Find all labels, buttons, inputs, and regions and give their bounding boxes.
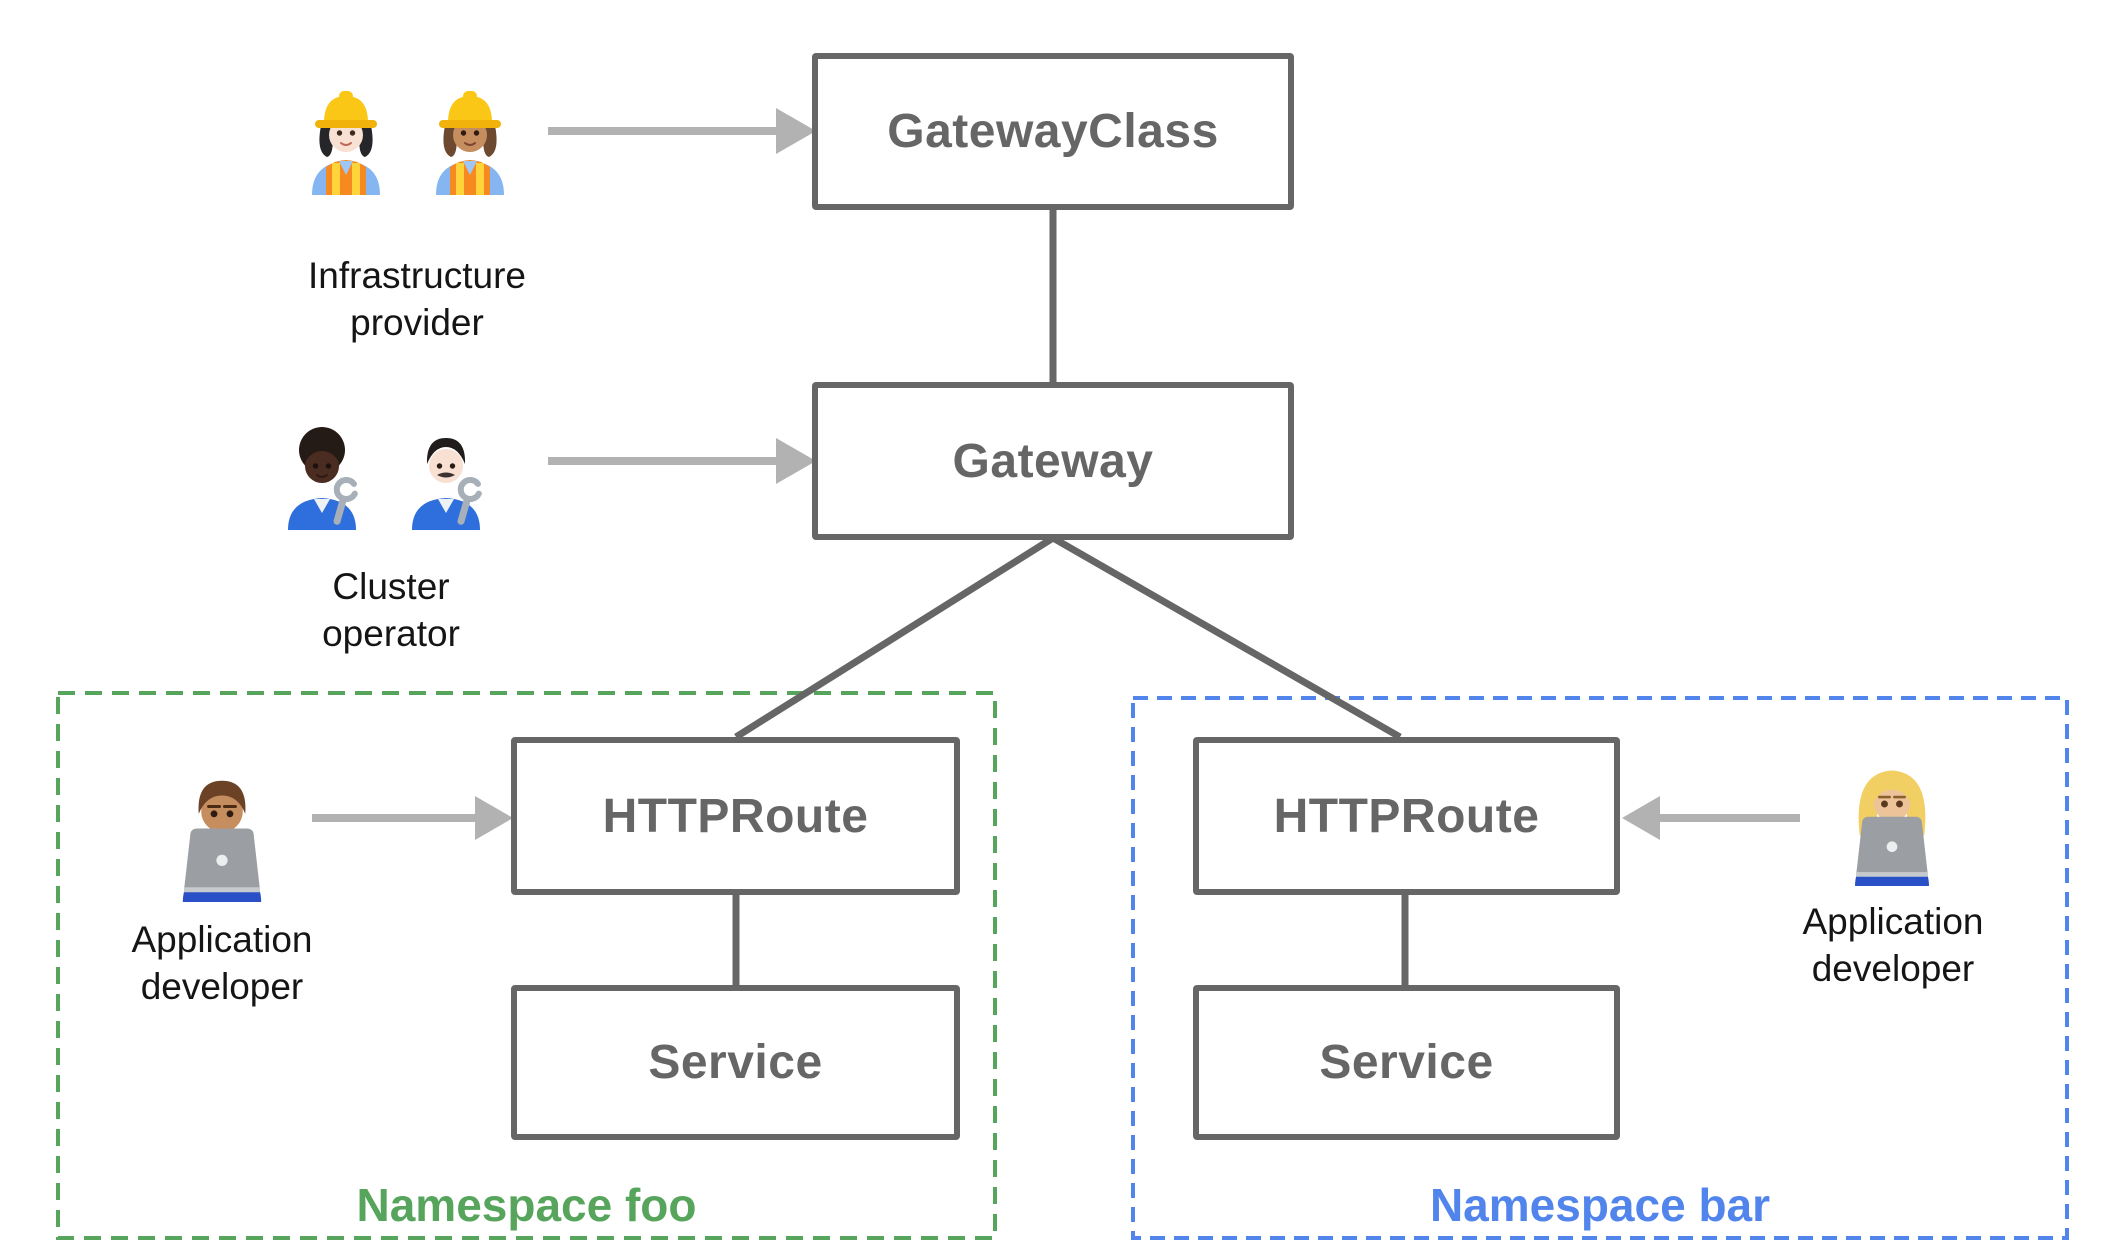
woman-technologist-emoji [1855,770,1929,886]
namespace-bar-boundary [1131,696,2069,1240]
node-service-foo: Service [511,985,960,1140]
arrow-infrastructure-provider-to-gatewayclass [548,108,816,154]
namespace-foo-boundary [56,691,997,1240]
node-gatewayclass: GatewayClass [812,53,1294,210]
edge-gateway-httproute-bar [1051,534,1402,741]
node-httproute-bar: HTTPRoute [1193,737,1620,895]
woman-construction-worker-light-emoji [312,91,380,195]
edge-gateway-httproute-foo [734,535,1055,740]
namespace-bar-label: Namespace bar [1429,1179,1771,1231]
man-mechanic-light-emoji [412,438,482,530]
man-technologist-emoji [182,780,262,902]
infrastructure-provider-label: Infrastructure provider [308,255,526,344]
cluster-operator-label: Cluster operator [322,566,460,655]
application-developer-foo-label: Application developer [131,919,313,1008]
mechanic-dark-emoji [288,427,358,530]
node-gateway: Gateway [812,382,1294,540]
application-developer-bar-label: Application developer [1802,901,1984,990]
woman-construction-worker-medium-emoji [436,91,504,195]
arrow-app-developer-to-httproute-bar [1622,796,1800,840]
arrow-cluster-operator-to-gateway [548,438,816,484]
arrow-app-developer-to-httproute-foo [312,796,513,840]
node-httproute-foo: HTTPRoute [511,737,960,895]
namespace-foo-label: Namespace foo [356,1179,697,1231]
node-service-bar: Service [1193,985,1620,1140]
